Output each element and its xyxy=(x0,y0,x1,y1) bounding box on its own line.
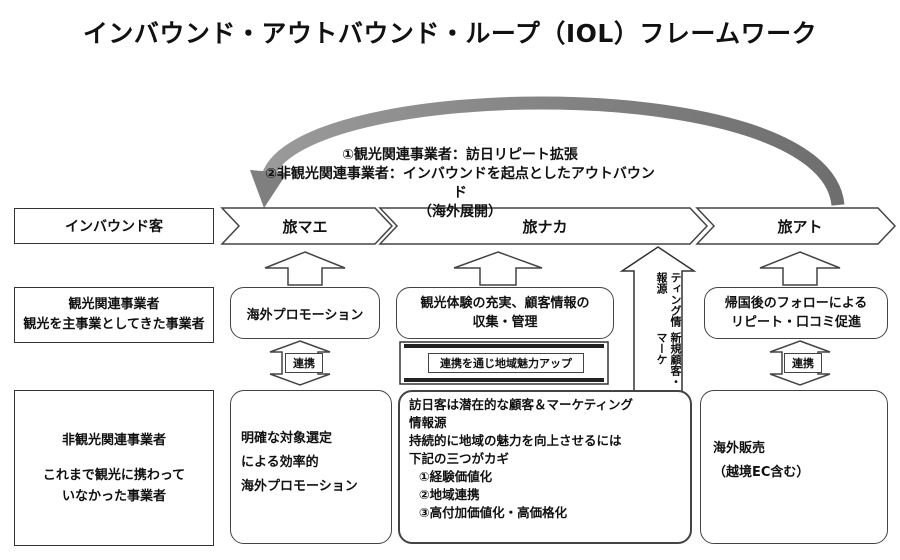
vertical-info-text: 新規顧客・マーケ ティング情報源 xyxy=(636,272,682,398)
box-potential-item1: ①経験価値化 xyxy=(419,469,493,484)
box-potential-line1: 訪日客は潜在的な顧客＆マーケティング xyxy=(409,397,634,412)
chevron-tabinaka xyxy=(378,207,709,245)
loop-line-2: ②非観光関連事業者：インバウンドを起点としたアウトバウンド xyxy=(265,166,655,201)
link-label-middle: 連携を通じ地域魅力アップ xyxy=(428,353,584,373)
box-potential-customers: 訪日客は潜在的な顧客＆マーケティング 情報源 持続的に地域の魅力を向上させるには… xyxy=(398,390,692,544)
box-overseas-sales-line1: 海外販売 xyxy=(713,441,766,456)
box-follow-up-line1: 帰国後のフォローによる xyxy=(724,296,868,311)
stage-tabiato: 旅アト xyxy=(777,218,823,236)
box-potential-line2: 情報源 xyxy=(409,415,447,430)
box-targeted-promotion-line2: による効率的 xyxy=(241,455,319,470)
up-arrow-pre-icon xyxy=(264,251,346,286)
loop-arrow xyxy=(250,96,845,208)
row-label-tourism: 観光関連事業者 観光を主事業としてきた事業者 xyxy=(14,287,214,343)
link-label-right: 連携 xyxy=(784,353,822,373)
row-label-inbound: インバウンド客 xyxy=(14,208,214,244)
vertical-info-line1: 新規顧客・マーケ xyxy=(655,332,682,388)
box-targeted-promotion-line3: 海外プロモーション xyxy=(241,479,358,494)
box-potential-line4: 下記の三つがカギ xyxy=(409,451,510,466)
box-experience: 観光体験の充実、顧客情報の 収集・管理 xyxy=(396,287,614,339)
link-label-left: 連携 xyxy=(285,353,323,373)
up-arrow-mid-icon xyxy=(453,251,543,286)
loop-line-1: ①観光関連事業者：訪日リピート拡張 xyxy=(342,147,578,163)
box-overseas-sales-line2: （越境EC含む） xyxy=(713,465,810,480)
box-targeted-promotion: 明確な対象選定 による効率的 海外プロモーション xyxy=(230,390,392,544)
chevron-tabimae xyxy=(220,207,394,245)
row-label-non-tourism: 非観光関連事業者 これまで観光に携わって いなかった事業者 xyxy=(14,390,214,546)
loop-description: ①観光関連事業者：訪日リピート拡張 ②非観光関連事業者：インバウンドを起点とした… xyxy=(260,146,660,222)
box-overseas-promotion: 海外プロモーション xyxy=(230,287,380,339)
box-experience-line2: 収集・管理 xyxy=(472,315,538,330)
box-overseas-sales: 海外販売 （越境EC含む） xyxy=(700,390,888,544)
row-label-non-tourism-line3: いなかった事業者 xyxy=(61,488,166,504)
box-follow-up: 帰国後のフォローによる リピート・口コミ促進 xyxy=(704,287,888,339)
chevron-tabiato xyxy=(695,207,897,245)
box-potential-item2: ②地域連携 xyxy=(419,487,480,502)
stage-tabimae: 旅マエ xyxy=(282,218,328,236)
box-targeted-promotion-line1: 明確な対象選定 xyxy=(241,431,333,446)
loop-line-3: （海外展開） xyxy=(418,204,502,220)
box-experience-line1: 観光体験の充実、顧客情報の xyxy=(420,296,590,311)
vertical-info-line2: ティング情報源 xyxy=(655,272,682,327)
stage-tabinaka: 旅ナカ xyxy=(522,218,568,236)
row-label-non-tourism-line2: これまで観光に携わって xyxy=(42,467,186,483)
row-label-tourism-line1: 観光関連事業者 xyxy=(68,297,160,312)
row-label-tourism-line2: 観光を主事業としてきた事業者 xyxy=(23,317,205,332)
up-arrow-post-icon xyxy=(759,251,841,286)
box-potential-line3: 持続的に地域の魅力を向上させるには xyxy=(409,433,622,448)
page-title: インバウンド・アウトバウンド・ループ（IOL）フレームワーク xyxy=(82,19,818,48)
box-potential-item3: ③高付加価値化・高価格化 xyxy=(419,505,568,520)
row-label-non-tourism-line1: 非観光関連事業者 xyxy=(61,432,166,448)
box-follow-up-line2: リピート・口コミ促進 xyxy=(730,315,861,330)
